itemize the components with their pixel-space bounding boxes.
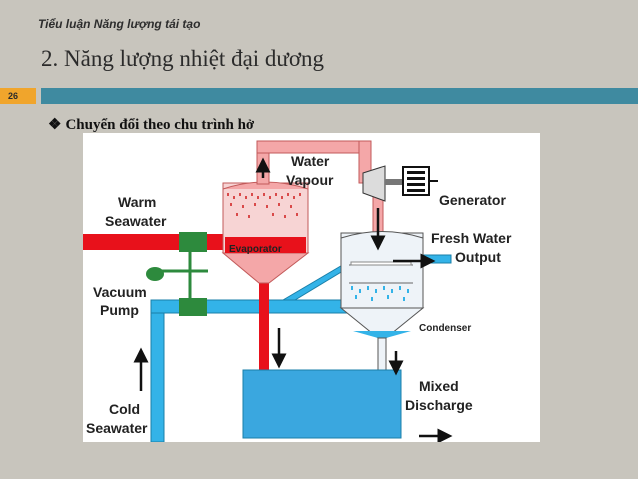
flow-arrows (133, 157, 453, 442)
diagram-svg: Warm Seawater Water Vapour Generator Fre… (83, 140, 512, 442)
label-fresh-water-line1: Fresh Water (431, 230, 512, 246)
valves (146, 232, 207, 316)
generator-icon (402, 166, 438, 196)
label-evaporator: Evaporator (229, 244, 282, 255)
warm-water-pipes (83, 234, 269, 370)
label-cold-seawater-line2: Seawater (86, 420, 148, 436)
label-water-vapour-line1: Water (291, 153, 330, 169)
label-warm-seawater-line1: Warm (118, 194, 156, 210)
label-mixed-discharge-line1: Mixed (419, 378, 459, 394)
label-cold-seawater-line1: Cold (109, 401, 140, 417)
slide-title: 2. Năng lượng nhiệt đại dương (41, 46, 325, 71)
warm-inlet-pipe (83, 234, 258, 250)
vacuum-lines (155, 251, 208, 305)
otec-open-cycle-diagram: Warm Seawater Water Vapour Generator Fre… (83, 133, 540, 442)
label-warm-seawater-line2: Seawater (105, 213, 167, 229)
condenser (339, 231, 425, 371)
vacuum-pump-icon (146, 267, 164, 281)
header-note: Tiểu luận Năng lượng tái tạo (38, 17, 201, 31)
label-mixed-discharge-line2: Discharge (405, 397, 473, 413)
warm-drain-pipe (259, 283, 269, 370)
label-fresh-water-line2: Output (455, 249, 501, 265)
title-bar (41, 88, 638, 104)
slide-number: 26 (0, 88, 36, 104)
label-vacuum-pump-line2: Pump (100, 302, 139, 318)
warm-valve (179, 232, 207, 252)
cold-inlet-pipe (150, 310, 165, 442)
turbine (362, 165, 403, 202)
label-water-vapour-line2: Vapour (286, 172, 334, 188)
bullet-diamond-icon: ❖ (48, 117, 62, 133)
cold-valve (179, 298, 207, 316)
discharge-tank (242, 369, 402, 439)
label-vacuum-pump-line1: Vacuum (93, 284, 147, 300)
bullet-text: Chuyển đổi theo chu trình hở (65, 117, 255, 133)
label-condenser: Condenser (419, 323, 471, 334)
bullet-point: ❖Chuyển đổi theo chu trình hở (48, 115, 254, 134)
label-generator: Generator (439, 192, 506, 208)
evaporator (221, 181, 310, 284)
